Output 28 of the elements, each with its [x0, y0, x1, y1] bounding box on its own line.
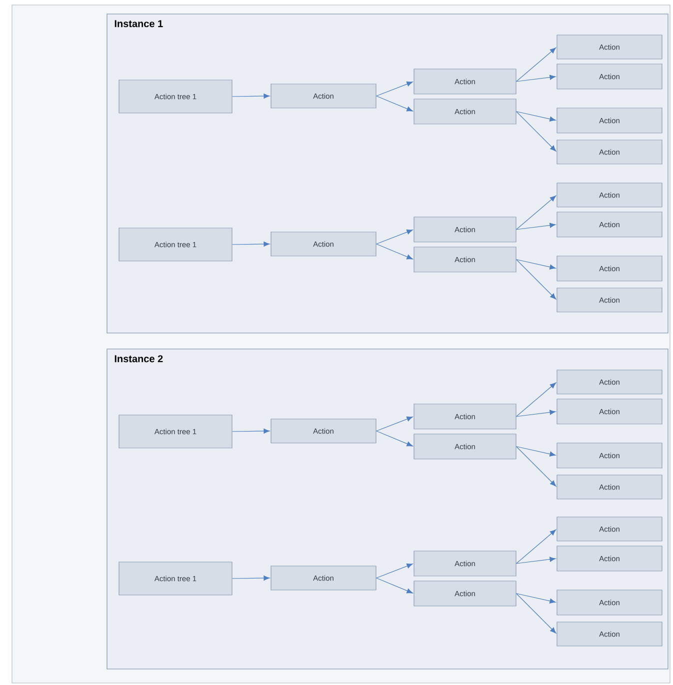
arrow — [516, 593, 556, 634]
arrow — [516, 74, 556, 82]
arrow — [232, 576, 270, 581]
arrow — [376, 230, 413, 244]
arrow — [516, 111, 556, 122]
arrow — [516, 222, 556, 230]
arrow — [516, 195, 556, 230]
arrow — [516, 529, 556, 564]
arrow — [516, 111, 556, 152]
arrow — [516, 382, 556, 417]
arrow — [376, 578, 413, 594]
arrow — [376, 96, 413, 112]
arrow — [516, 410, 556, 417]
arrow — [376, 564, 413, 578]
arrow — [516, 259, 556, 300]
arrow — [516, 446, 556, 486]
arrow — [516, 446, 556, 456]
arrow — [376, 430, 413, 446]
arrow — [516, 556, 556, 564]
arrow — [232, 242, 270, 247]
arrow — [516, 259, 556, 270]
arrow — [376, 244, 413, 260]
arrow — [232, 94, 270, 99]
arrow — [376, 82, 413, 96]
arrow — [516, 47, 556, 82]
arrow — [516, 593, 556, 604]
arrow — [232, 428, 270, 434]
arrow — [376, 416, 413, 432]
